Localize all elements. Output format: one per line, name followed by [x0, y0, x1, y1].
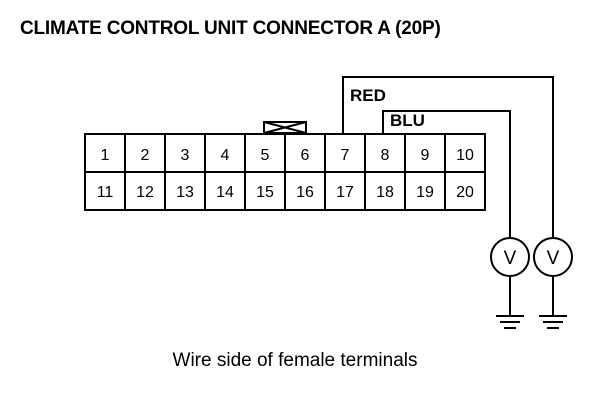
voltmeter-icon: V	[490, 237, 530, 277]
pin-number: 16	[296, 184, 314, 201]
connector-body	[84, 133, 486, 211]
pin-number: 4	[221, 147, 230, 164]
pin-number: 6	[301, 147, 310, 164]
pin-number: 20	[456, 184, 474, 201]
pin-number: 14	[216, 184, 234, 201]
blu-wire	[382, 110, 511, 238]
pin-number: 7	[341, 147, 350, 164]
pin-number: 5	[261, 147, 270, 164]
pin-number: 13	[176, 184, 194, 201]
voltmeter-symbol: V	[504, 248, 517, 269]
connector-pins-row1: 1 2 3 4 5 6 7 8 9 10	[101, 147, 474, 164]
ground-icon	[539, 315, 567, 329]
diagram-title: CLIMATE CONTROL UNIT CONNECTOR A (20P)	[20, 18, 441, 39]
pin-number: 19	[416, 184, 434, 201]
pin-number: 18	[376, 184, 394, 201]
pin-number: 15	[256, 184, 274, 201]
pin-number: 1	[101, 147, 110, 164]
red-wire	[342, 76, 554, 238]
diagram-caption: Wire side of female terminals	[172, 350, 418, 371]
connector-pins-row2: 11 12 13 14 15 16 17 18 19 20	[97, 184, 474, 201]
connector-lock-tab	[263, 121, 307, 134]
red-wire-label: RED	[350, 86, 386, 105]
blu-wire-label: BLU	[390, 111, 425, 130]
pin-number: 17	[336, 184, 354, 201]
pin-number: 9	[421, 147, 430, 164]
pin-number: 8	[381, 147, 390, 164]
pin-number: 10	[456, 147, 474, 164]
pin-number: 2	[141, 147, 150, 164]
pin-number: 3	[181, 147, 190, 164]
ground-icon	[496, 315, 524, 329]
pin-number: 11	[97, 184, 114, 201]
voltmeter-icon: V	[533, 237, 573, 277]
voltmeter-symbol: V	[547, 248, 560, 269]
pin-number: 12	[136, 184, 154, 201]
